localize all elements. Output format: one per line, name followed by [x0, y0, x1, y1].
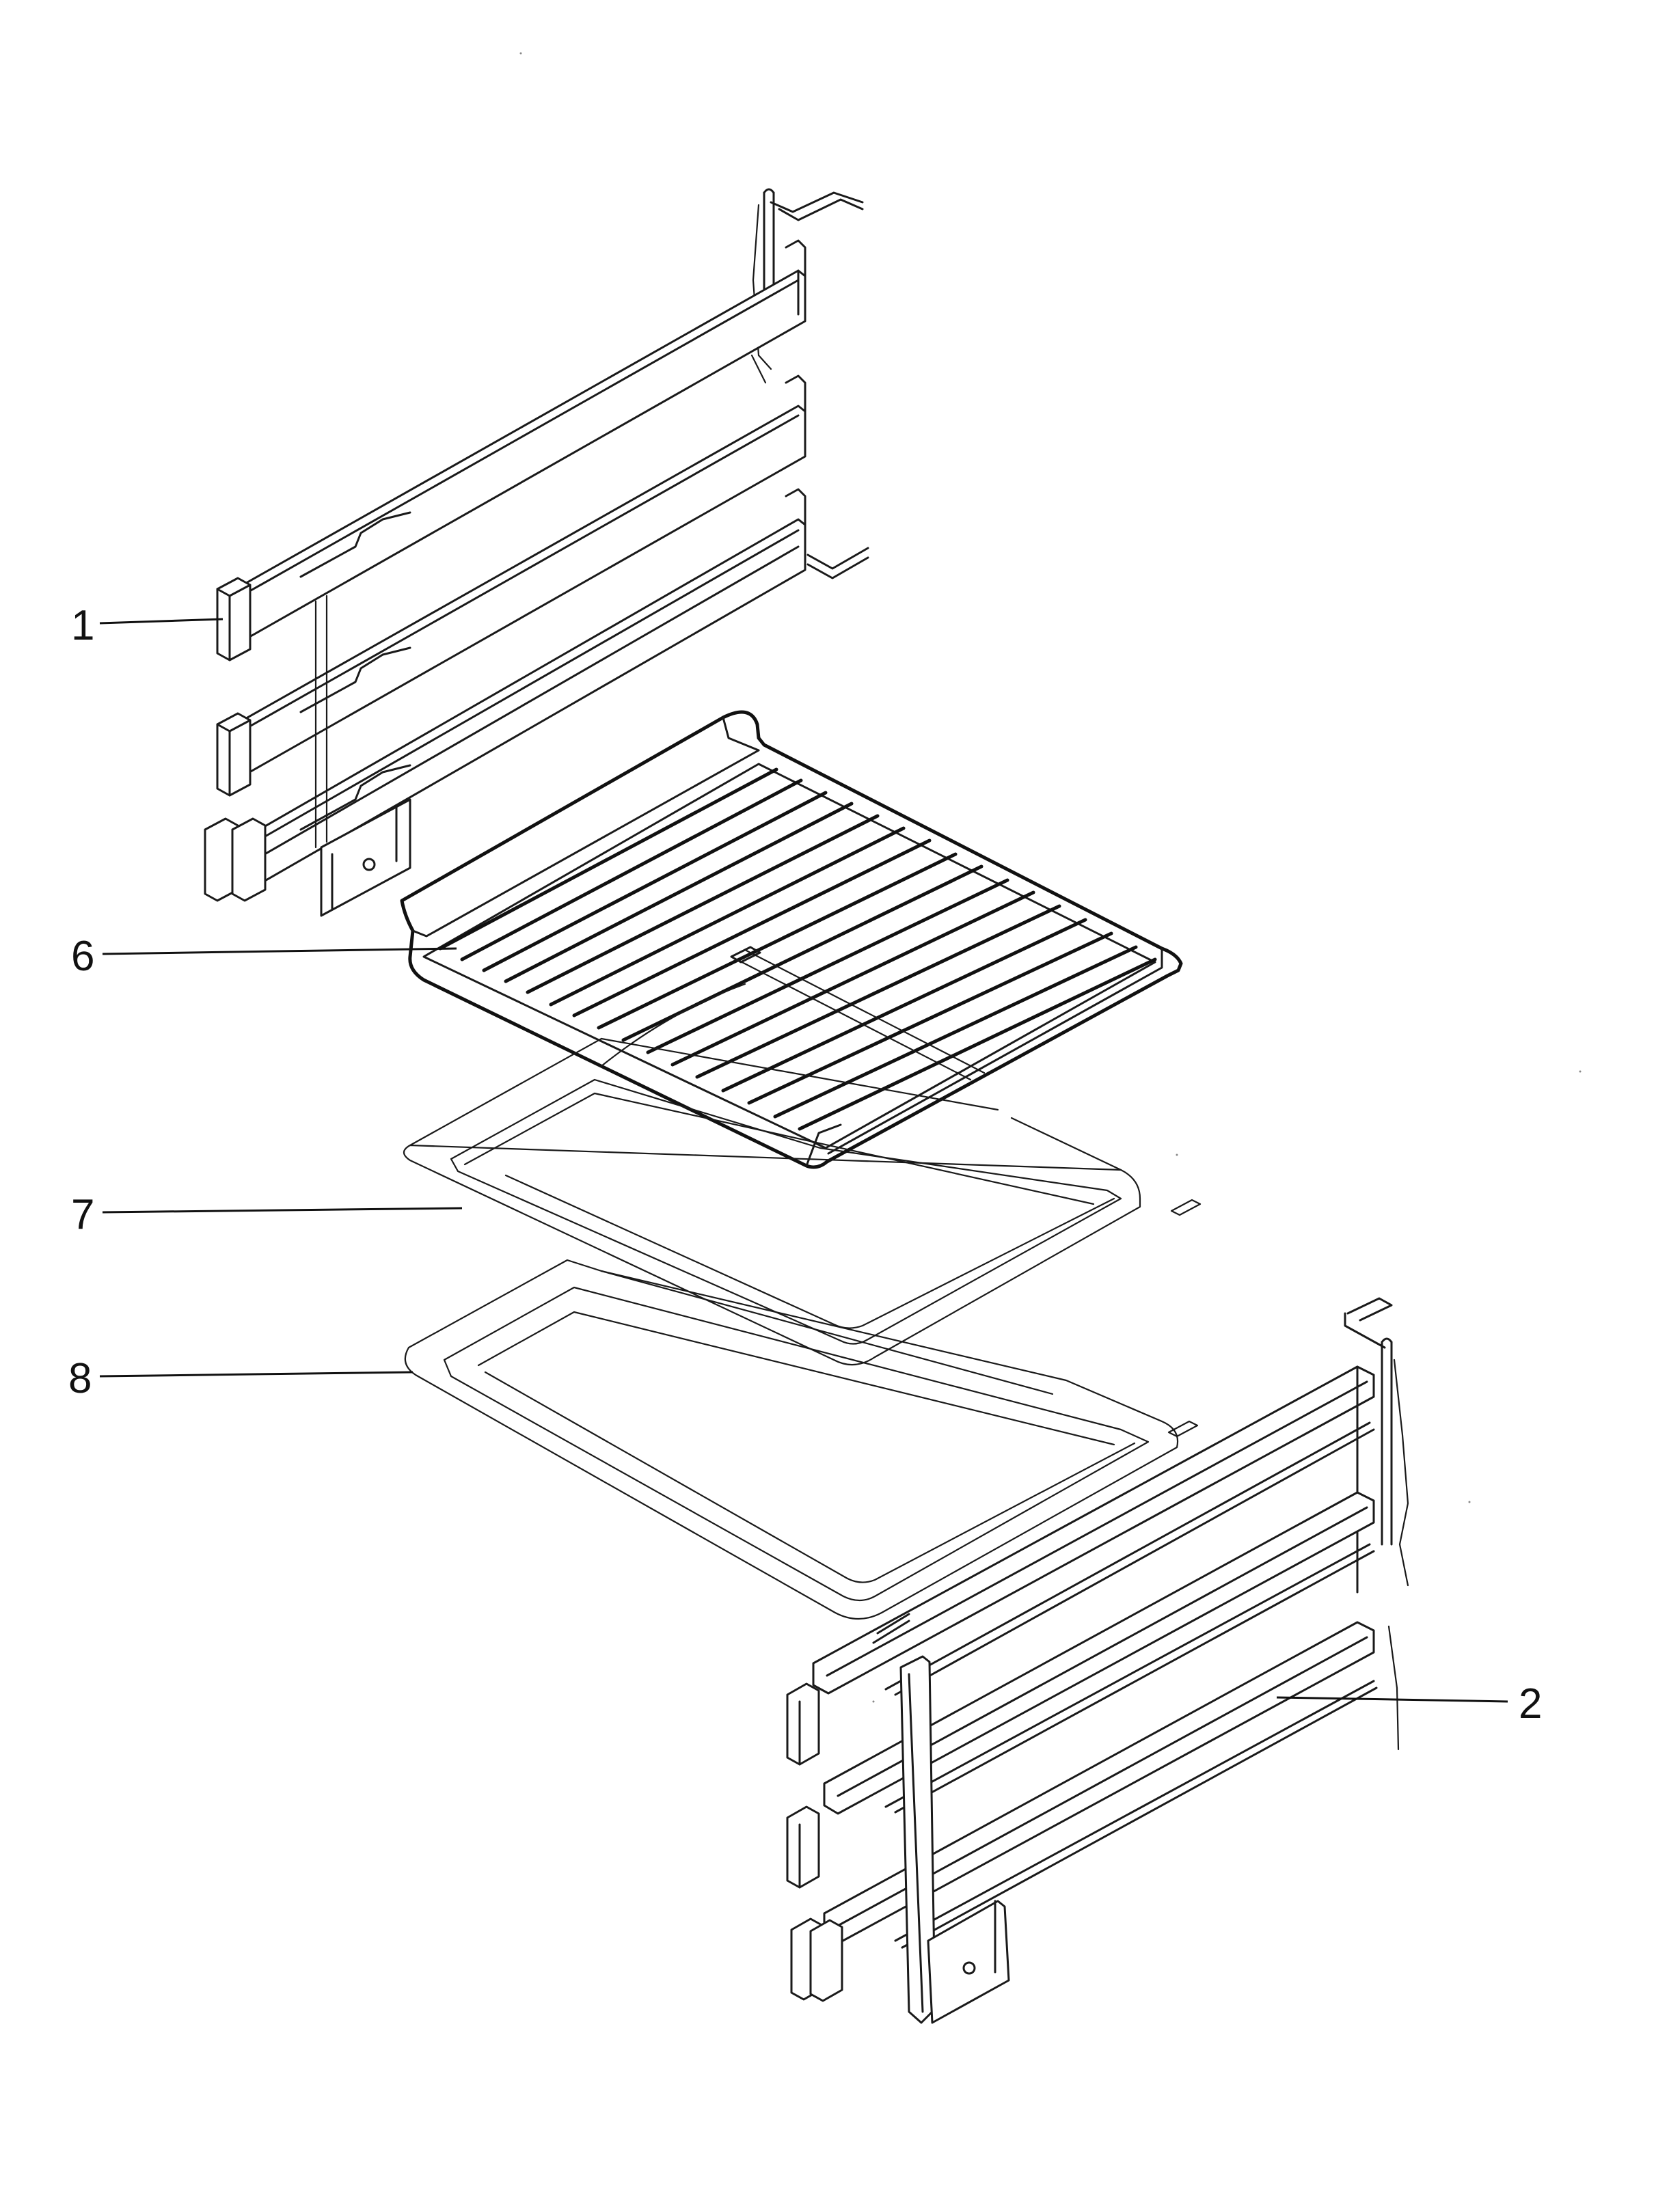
shallow-tray [403, 1037, 1202, 1366]
speck [519, 52, 522, 55]
left-shelf-support [204, 188, 869, 917]
speck [872, 1700, 875, 1703]
right-shelf-support [786, 1297, 1409, 2024]
callout-7: 7 [71, 1191, 463, 1238]
callout-label-7: 7 [71, 1191, 94, 1238]
callout-label-8: 8 [68, 1355, 92, 1402]
callout-label-6: 6 [71, 933, 94, 980]
wire-rack [400, 710, 1183, 1169]
callout-1: 1 [71, 602, 223, 649]
speck [1468, 1501, 1471, 1503]
deep-tray [404, 1259, 1199, 1620]
callout-label-1: 1 [71, 602, 94, 649]
callout-8: 8 [68, 1355, 413, 1402]
callout-6: 6 [71, 933, 457, 980]
speck [1579, 1070, 1582, 1073]
callout-label-2: 2 [1519, 1680, 1542, 1728]
callout-2: 2 [1276, 1680, 1542, 1728]
speck [1176, 1153, 1178, 1156]
